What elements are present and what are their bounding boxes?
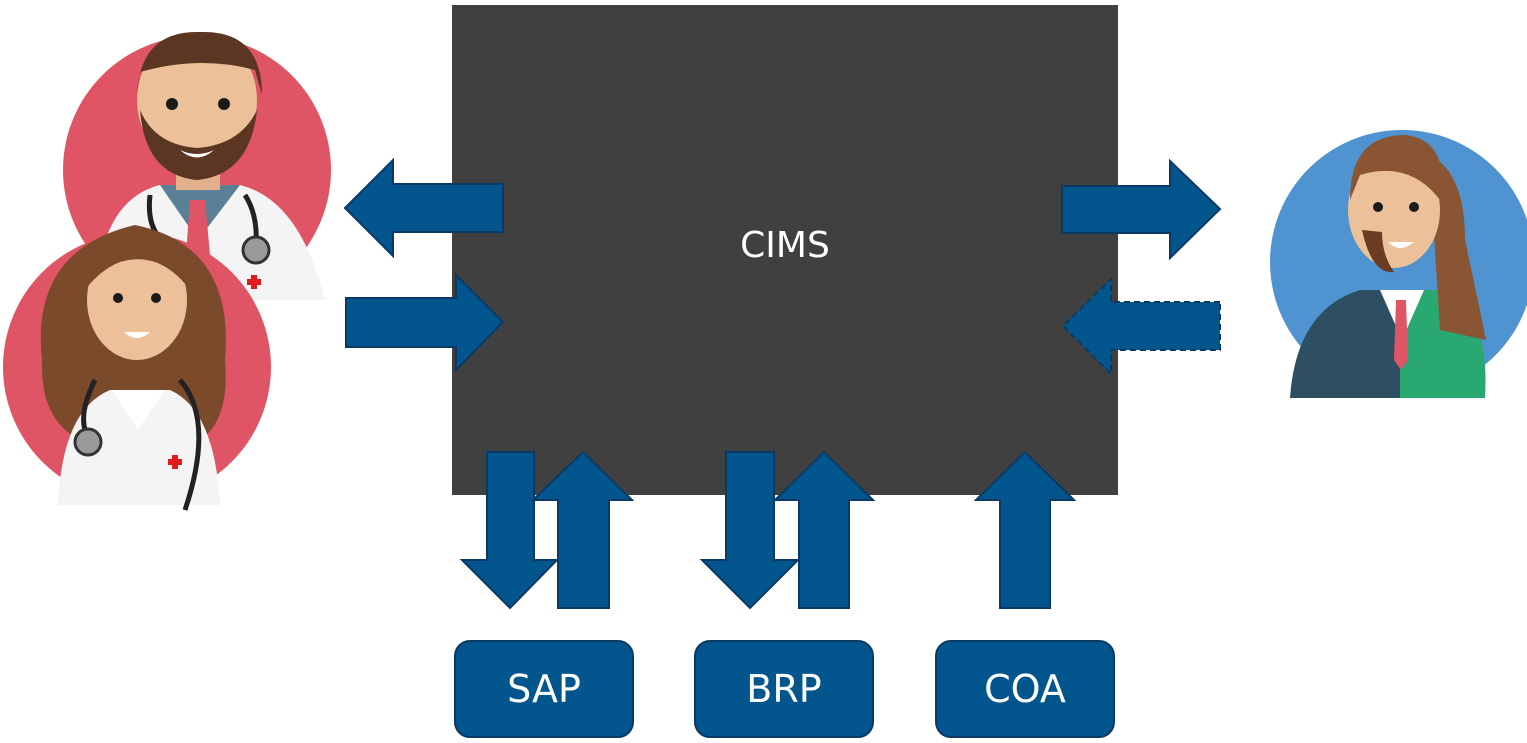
arrow-business-to-cims-dashed [1061,276,1221,377]
cims-system-box [452,5,1118,495]
arrow-coa-to-cims [973,450,1077,609]
female-doctor-icon [3,225,271,511]
arrow-cims-to-doctors [343,157,504,259]
arrow-brp-to-cims [772,450,876,609]
arrow-doctors-to-cims [345,272,505,373]
arrow-cims-to-brp [699,451,801,610]
brp-system-box: BRP [694,640,874,738]
coa-system-box: COA [935,640,1115,738]
cims-label: CIMS [740,225,830,266]
arrow-cims-to-business [1061,158,1222,261]
sap-system-box: SAP [454,640,634,738]
business-person-icon [1270,130,1527,398]
arrow-sap-to-cims [530,450,635,609]
arrow-cims-to-sap [459,451,560,610]
